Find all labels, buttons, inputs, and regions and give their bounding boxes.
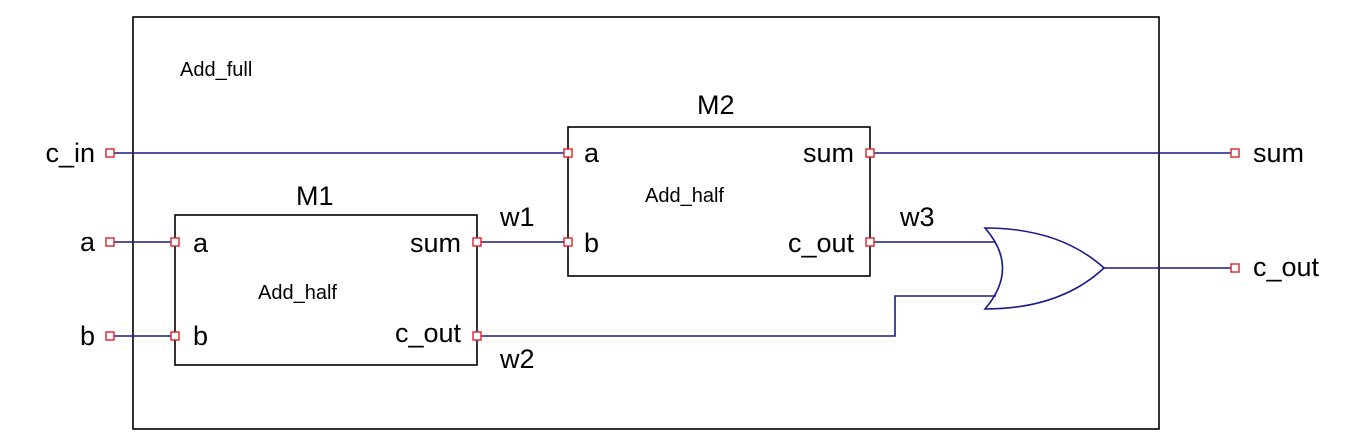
port-label-sum: sum	[1253, 138, 1304, 168]
m2-port-sum-label: sum	[803, 138, 854, 168]
m1-type-label: Add_half	[258, 282, 337, 304]
wire-label-w3: w3	[899, 202, 935, 232]
pin-b	[105, 331, 115, 341]
m1-instance-name: M1	[296, 181, 334, 211]
pin-m1-c-out	[472, 331, 482, 341]
m1-block	[174, 214, 478, 366]
pin-m1-a	[170, 237, 180, 247]
module-boundary	[132, 16, 1160, 430]
m2-block	[567, 126, 871, 277]
m2-port-a-label: a	[584, 138, 600, 168]
port-label-a: a	[80, 227, 96, 257]
module-name: Add_full	[180, 59, 252, 81]
m2-instance-name: M2	[697, 90, 735, 120]
m1-port-b-label: b	[193, 321, 208, 351]
pin-a	[105, 237, 115, 247]
port-label-c-out: c_out	[1253, 252, 1320, 282]
m1-port-sum-label: sum	[410, 228, 461, 258]
m2-type-label: Add_half	[645, 185, 724, 207]
pin-c-out	[1230, 263, 1240, 273]
port-label-c-in: c_in	[45, 138, 95, 168]
wire-w2	[477, 295, 996, 337]
m1-port-c-out-label: c_out	[395, 318, 462, 348]
pin-m1-sum	[472, 237, 482, 247]
wire-label-w2: w2	[499, 344, 535, 374]
pin-sum	[1230, 148, 1240, 158]
m2-port-b-label: b	[584, 228, 599, 258]
wire-label-w1: w1	[499, 202, 535, 232]
pin-m2-a	[563, 148, 573, 158]
pin-m1-b	[170, 331, 180, 341]
port-pins	[105, 148, 1240, 341]
or-gate-icon	[983, 227, 1106, 310]
pin-m2-b	[563, 237, 573, 247]
m1-port-a-label: a	[193, 228, 209, 258]
pin-m2-sum	[865, 148, 875, 158]
pin-m2-c-out	[865, 237, 875, 247]
pin-c-in	[105, 148, 115, 158]
port-label-b: b	[80, 321, 95, 351]
m2-port-c-out-label: c_out	[788, 228, 855, 258]
